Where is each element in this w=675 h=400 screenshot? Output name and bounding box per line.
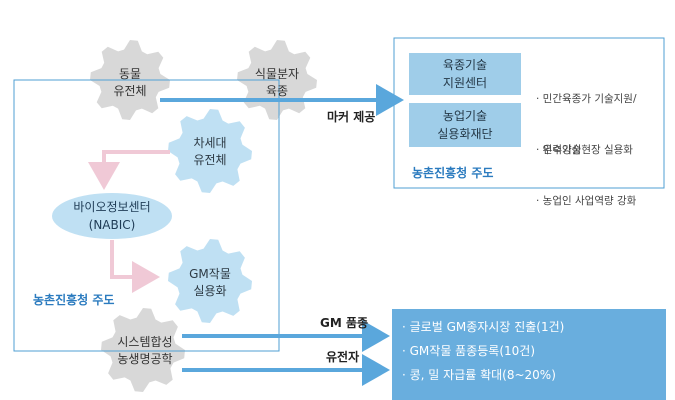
agri-tech-line1: 농업기술 xyxy=(442,109,488,123)
animal-genome-label: 동물 유전체 xyxy=(100,66,160,100)
gm-crop-label: GM작물 실용화 xyxy=(180,266,240,300)
rda-lead-left-label: 농촌진흥청 주도 xyxy=(33,293,115,307)
agri-bullet-2: · 농업인 사업역량 강화 xyxy=(536,195,637,207)
nabic-ellipse xyxy=(52,193,172,239)
animal-genome-line1: 동물 xyxy=(118,67,142,81)
system-synthesis-line1: 시스템합성 xyxy=(117,335,173,349)
plant-breeding-line2: 육종 xyxy=(265,84,289,98)
nabic-line1: 바이오정보센터 xyxy=(73,200,151,214)
pink-arrow-to-gm xyxy=(110,240,160,293)
gm-crop-line2: 실용화 xyxy=(193,284,227,298)
result-item-3: · 콩, 밀 자급률 확대(8~20%) xyxy=(402,368,556,382)
plant-breeding-label: 식물분자 육종 xyxy=(242,66,312,100)
plant-breeding-line1: 식물분자 xyxy=(254,67,300,81)
result-item-2: · GM작물 품종등록(10건) xyxy=(402,344,536,358)
gene-label: 유전자 xyxy=(326,350,360,364)
next-gen-genome-gear xyxy=(168,109,252,193)
agri-tech-line2: 실용화재단 xyxy=(437,127,493,141)
next-gen-line2: 유전체 xyxy=(193,153,227,167)
next-gen-genome-label: 차세대 유전체 xyxy=(180,135,240,169)
agri-bullet-1: · 우수기술현장 실용화 xyxy=(536,144,633,156)
result-item-1: · 글로벌 GM종자시장 진출(1건) xyxy=(402,320,565,334)
system-synthesis-label: 시스템합성 농생명공학 xyxy=(100,334,190,368)
agri-tech-foundation-box: 농업기술 실용화재단 xyxy=(409,103,521,147)
system-synthesis-gear xyxy=(101,308,185,392)
breeding-bullet-2: 인력양성 xyxy=(536,144,582,156)
gm-variety-label: GM 품종 xyxy=(320,316,369,330)
next-gen-line1: 차세대 xyxy=(193,136,227,150)
nabic-label: 바이오정보센터 (NABIC) xyxy=(60,198,164,234)
agri-tech-bullets: · 우수기술현장 실용화 · 농업인 사업역량 강화 xyxy=(536,108,636,227)
pink-arrow-to-nabic xyxy=(88,150,170,190)
rda-lead-frame xyxy=(13,79,280,352)
gm-crop-line1: GM작물 xyxy=(189,267,231,281)
gm-crop-gear xyxy=(168,239,252,323)
system-synthesis-line2: 농생명공학 xyxy=(117,352,173,366)
nabic-line2: (NABIC) xyxy=(88,218,136,232)
marker-label: 마커 제공 xyxy=(327,110,376,124)
animal-genome-line2: 유전체 xyxy=(113,84,147,98)
results-box: · 글로벌 GM종자시장 진출(1건) · GM작물 품종등록(10건) · 콩… xyxy=(392,309,666,400)
breeding-bullet-1: · 민간육종가 기술지원/ xyxy=(536,93,637,105)
rda-lead-right-label: 농촌진흥청 주도 xyxy=(412,166,494,180)
breeding-support-line2: 지원센터 xyxy=(442,76,488,90)
breeding-support-center-box: 육종기술 지원센터 xyxy=(409,53,521,95)
breeding-support-bullets: · 민간육종가 기술지원/ 인력양성 xyxy=(536,57,637,176)
breeding-support-line1: 육종기술 xyxy=(442,58,488,72)
